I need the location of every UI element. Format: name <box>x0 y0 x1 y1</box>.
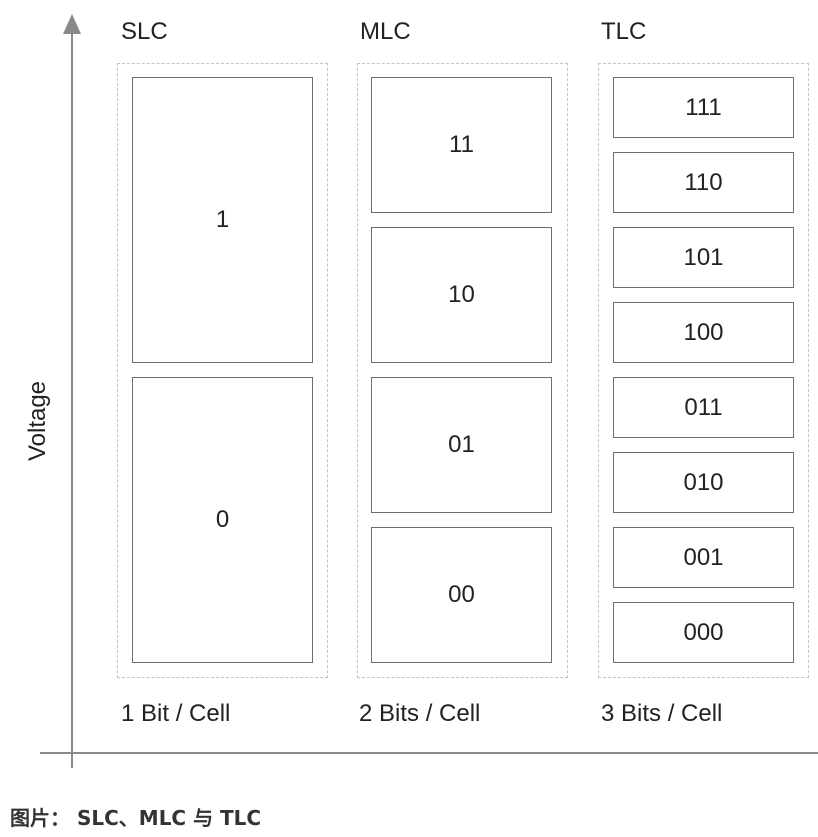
tlc-state-101: 101 <box>613 227 794 288</box>
x-axis <box>40 752 818 754</box>
tlc-state-001: 001 <box>613 527 794 588</box>
tlc-footer: 3 Bits / Cell <box>601 700 723 727</box>
slc-group <box>117 63 328 678</box>
tlc-state-111: 111 <box>613 77 794 138</box>
figure-caption: 图片： SLC、MLC 与 TLC <box>10 806 262 830</box>
tlc-title: TLC <box>601 18 647 45</box>
tlc-state-100: 100 <box>613 302 794 363</box>
tlc-state-010: 010 <box>613 452 794 513</box>
mlc-title: MLC <box>360 18 411 45</box>
mlc-state-01: 01 <box>371 377 552 513</box>
mlc-state-00: 00 <box>371 527 552 663</box>
y-axis-label: Voltage <box>24 380 51 462</box>
slc-state-1: 1 <box>132 77 313 363</box>
y-axis-arrow-icon <box>63 14 81 34</box>
slc-footer: 1 Bit / Cell <box>121 700 231 727</box>
slc-state-0: 0 <box>132 377 313 663</box>
y-axis <box>71 28 73 768</box>
tlc-state-011: 011 <box>613 377 794 438</box>
mlc-state-10: 10 <box>371 227 552 363</box>
mlc-group <box>357 63 568 678</box>
tlc-group <box>598 63 809 678</box>
slc-title: SLC <box>121 18 168 45</box>
tlc-state-000: 000 <box>613 602 794 663</box>
tlc-state-110: 110 <box>613 152 794 213</box>
mlc-footer: 2 Bits / Cell <box>359 700 481 727</box>
mlc-state-11: 11 <box>371 77 552 213</box>
